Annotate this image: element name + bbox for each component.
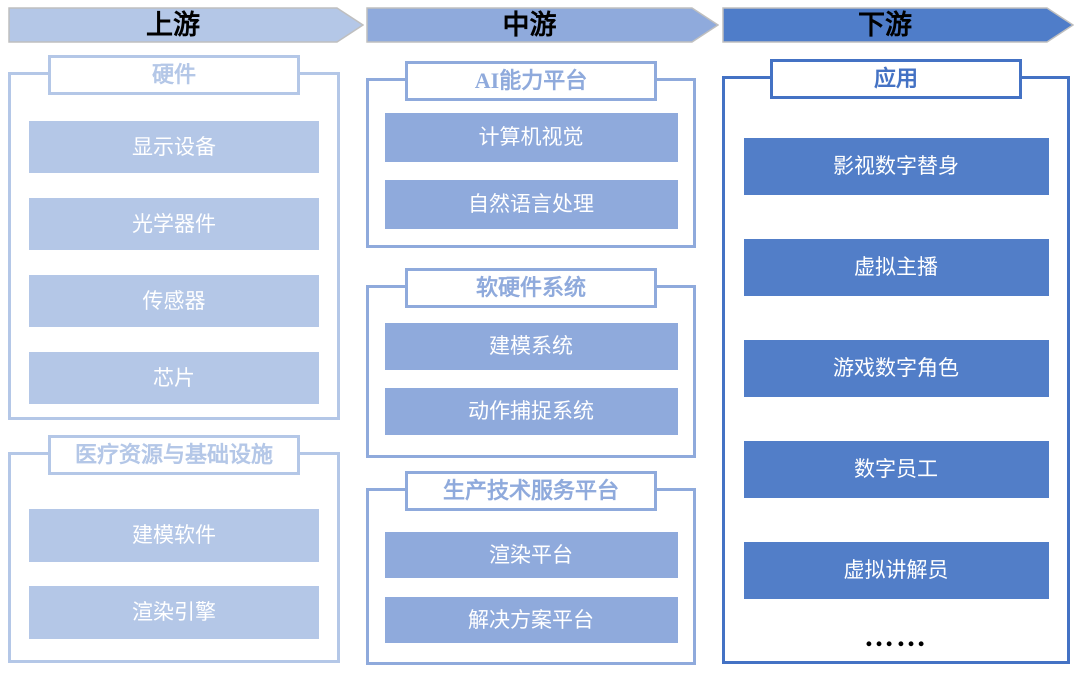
group-applications: 应用 影视数字替身 虚拟主播 游戏数字角色 数字员工 虚拟讲解员 …… bbox=[722, 59, 1070, 664]
item-nlp: 自然语言处理 bbox=[384, 180, 678, 229]
item-motion-capture-system: 动作捕捉系统 bbox=[384, 388, 678, 435]
item-chips: 芯片 bbox=[29, 352, 319, 404]
item-optical-components: 光学器件 bbox=[29, 198, 319, 250]
group-hardware: 硬件 显示设备 光学器件 传感器 芯片 bbox=[8, 55, 340, 420]
group-title-production-tech-service-platform: 生产技术服务平台 bbox=[405, 471, 657, 511]
header-arrow-midstream: 中游 bbox=[366, 7, 719, 43]
header-label-midstream: 中游 bbox=[502, 10, 557, 40]
group-title-hardware: 硬件 bbox=[48, 55, 300, 95]
item-film-digital-double: 影视数字替身 bbox=[743, 138, 1049, 195]
group-title-ai-capability-platform: AI能力平台 bbox=[405, 61, 657, 101]
group-title-software-hardware-systems: 软硬件系统 bbox=[405, 268, 657, 308]
group-production-tech-service-platform: 生产技术服务平台 渲染平台 解决方案平台 bbox=[366, 471, 696, 665]
group-ai-capability-platform: AI能力平台 计算机视觉 自然语言处理 bbox=[366, 61, 696, 248]
item-virtual-anchor: 虚拟主播 bbox=[743, 239, 1049, 296]
group-medical-resources-infrastructure: 医疗资源与基础设施 建模软件 渲染引擎 bbox=[8, 435, 340, 663]
header-arrow-downstream: 下游 bbox=[722, 7, 1074, 43]
group-software-hardware-systems: 软硬件系统 建模系统 动作捕捉系统 bbox=[366, 268, 696, 458]
header-label-upstream: 上游 bbox=[146, 10, 200, 40]
arrow-shape bbox=[366, 7, 719, 43]
header-label-downstream: 下游 bbox=[858, 10, 912, 40]
group-title-medical-resources-infrastructure: 医疗资源与基础设施 bbox=[48, 435, 300, 475]
item-display-devices: 显示设备 bbox=[29, 121, 319, 173]
item-virtual-presenter: 虚拟讲解员 bbox=[743, 542, 1049, 599]
item-rendering-platform: 渲染平台 bbox=[384, 532, 678, 578]
item-render-engine: 渲染引擎 bbox=[29, 586, 319, 639]
group-title-applications: 应用 bbox=[770, 59, 1022, 99]
item-solution-platform: 解决方案平台 bbox=[384, 597, 678, 643]
arrow-shape bbox=[8, 7, 364, 43]
item-game-digital-character: 游戏数字角色 bbox=[743, 340, 1049, 397]
more-items-ellipsis: …… bbox=[864, 620, 928, 653]
item-digital-employee: 数字员工 bbox=[743, 441, 1049, 498]
item-sensors: 传感器 bbox=[29, 275, 319, 327]
arrow-shape bbox=[722, 7, 1074, 43]
item-modeling-software: 建模软件 bbox=[29, 509, 319, 562]
item-modeling-system: 建模系统 bbox=[384, 323, 678, 370]
item-computer-vision: 计算机视觉 bbox=[384, 113, 678, 162]
header-arrow-upstream: 上游 bbox=[8, 7, 364, 43]
